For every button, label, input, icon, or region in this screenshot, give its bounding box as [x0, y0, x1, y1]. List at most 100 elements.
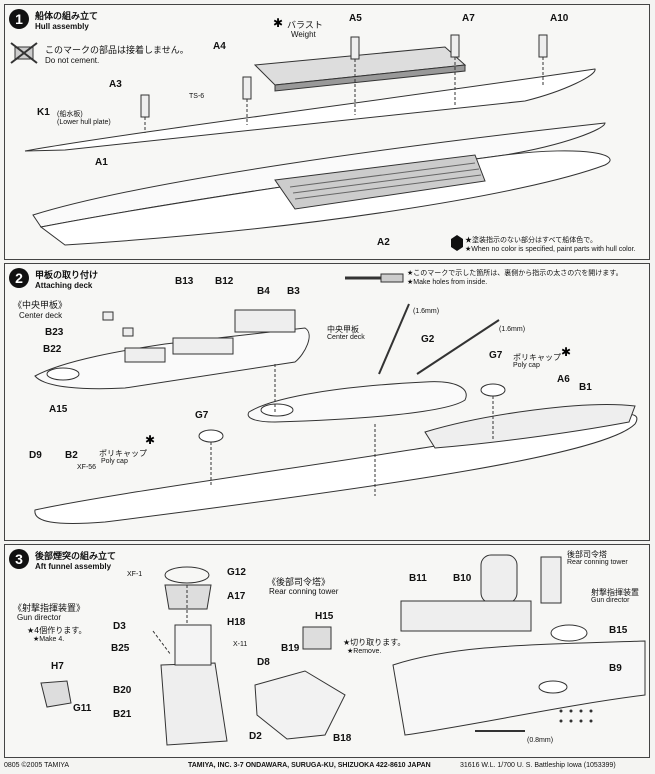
part-label-a10: A10 [550, 13, 569, 24]
part-label-d8: D8 [257, 657, 270, 668]
weight-label-jp: バラスト [287, 21, 323, 31]
part-label-g7-forward: G7 [489, 350, 503, 361]
part-label-b19: B19 [281, 643, 300, 654]
part-label-b12: B12 [215, 276, 234, 287]
step2-attaching-deck-panel: 2 甲板の取り付け Attaching deck [4, 263, 650, 541]
step3-number: 3 [9, 549, 29, 569]
center-deck-part [34, 327, 310, 390]
part-label-d3: D3 [113, 621, 126, 632]
nocement-note-jp: このマークの部品は接着しません。 [45, 46, 189, 56]
rear-conning-heading-en: Rear conning tower [269, 587, 339, 596]
gun-director-heading-en: Gun director [17, 613, 62, 622]
paint-note-jp: ★塗装指示のない部分はすべて船体色で。 [465, 237, 597, 244]
part-label-a2: A2 [377, 237, 390, 248]
rear-conning-label-en: Rear conning tower [567, 559, 628, 566]
part-label-b18: B18 [333, 733, 352, 744]
weight-label-en: Weight [291, 30, 316, 39]
lower-hull-plate-k1 [24, 68, 596, 152]
forward-deck-part [247, 381, 467, 423]
part-label-g12: G12 [227, 567, 246, 578]
step3-title-en: Aft funnel assembly [35, 562, 112, 571]
polycap-g7-forward [480, 383, 506, 397]
part-label-b10: B10 [453, 573, 472, 584]
part-label-g2: G2 [421, 334, 435, 345]
svg-text:✱: ✱ [273, 16, 283, 30]
remove-note-en: ★Remove. [347, 648, 382, 655]
step3-aft-funnel-panel: 3 後部煙突の組み立て Aft funnel assembly [4, 544, 650, 758]
part-label-a15: A15 [49, 404, 68, 415]
step3-title-jp: 後部煙突の組み立て [35, 552, 117, 562]
part-label-b9: B9 [609, 663, 622, 674]
part-label-b4: B4 [257, 286, 270, 297]
part-label-b20: B20 [113, 685, 132, 696]
funnel-a17 [164, 584, 212, 610]
polycap-label-jp-1: ポリキャップ [513, 353, 561, 362]
k1-note-en: (Lower hull plate) [57, 119, 111, 126]
footer-code: 0805 ©2005 TAMIYA [4, 762, 70, 769]
step2-number: 2 [9, 268, 29, 288]
footer-item: 31616 W.L. 1/700 U. S. Battleship Iowa (… [460, 762, 616, 769]
aft-superstructure [392, 640, 646, 736]
step1-title-jp: 船体の組み立て [35, 12, 99, 22]
step3-funnel-diagram [40, 554, 646, 746]
polycap-label-en-2: Poly cap [101, 458, 128, 465]
polycap-label-jp-2: ポリキャップ [99, 449, 147, 458]
drill-size-2: (1.6mm) [499, 326, 526, 333]
paint-code-xf1: XF-1 [127, 571, 143, 578]
part-label-b3: B3 [287, 286, 300, 297]
part-label-b25: B25 [111, 643, 130, 654]
center-deck-label-en: Center deck [327, 334, 365, 341]
step1-title-en: Hull assembly [35, 22, 89, 31]
holes-note-en: ★Make holes from inside. [407, 279, 488, 286]
part-label-a6: A6 [557, 374, 570, 385]
polycap-label-en-1: Poly cap [513, 362, 540, 369]
part-label-g11: G11 [73, 703, 92, 714]
drill-icon [345, 273, 404, 283]
step2-deck-diagram: ✱ ✱ [34, 273, 638, 524]
funnel-body [160, 662, 228, 746]
rear-conning-tower [254, 670, 346, 740]
center-deck-label-jp: 中央甲板 [327, 325, 359, 334]
gun-director-label-jp: 射撃指揮装置 [591, 588, 639, 597]
part-label-a4: A4 [213, 41, 226, 52]
svg-text:✱: ✱ [145, 433, 155, 447]
step1-number: 1 [9, 9, 29, 29]
part-label-a1: A1 [95, 157, 108, 168]
funnel-cap-g12 [164, 566, 210, 584]
dots-grid [559, 709, 593, 723]
weight-icon: ✱ [273, 16, 283, 30]
part-label-a5: A5 [349, 13, 362, 24]
part-label-b21: B21 [113, 709, 132, 720]
part-label-g7-aft: G7 [195, 410, 209, 421]
part-label-a17: A17 [227, 591, 246, 602]
gun-director-heading-jp: 《射撃指揮装置》 [13, 604, 86, 614]
step2-title-jp: 甲板の取り付け [35, 271, 99, 281]
part-label-d9: D9 [29, 450, 42, 461]
make4-note-jp: ★4個作ります。 [27, 626, 87, 635]
part-label-b1: B1 [579, 382, 592, 393]
rear-conning-label-jp: 後部司令塔 [567, 550, 607, 559]
part-label-b23: B23 [45, 327, 64, 338]
part-label-h7: H7 [51, 661, 64, 672]
part-label-b15: B15 [609, 625, 628, 636]
k1-note-jp: (船水板) [57, 111, 83, 118]
part-label-ts6: TS-6 [189, 93, 205, 100]
drill-size-0-8: (0.8mm) [527, 737, 554, 744]
footer: 0805 ©2005 TAMIYA TAMIYA, INC. 3-7 ONDAW… [0, 761, 655, 774]
gun-director-label-en: Gun director [591, 597, 630, 604]
part-label-b11: B11 [409, 573, 427, 584]
part-label-b2: B2 [65, 450, 78, 461]
part-label-a7: A7 [462, 13, 475, 24]
gun-director-h7-g11 [40, 680, 72, 708]
hull-color-hexagon-icon [451, 235, 463, 251]
paint-code-xf56: XF-56 [77, 464, 97, 471]
part-label-b13: B13 [175, 276, 194, 287]
polycap-icon-1: ✱ [561, 345, 571, 359]
polycap-g7-aft [198, 429, 224, 443]
part-label-x11: X-11 [233, 641, 248, 648]
holes-note-jp: ★このマークで示した箇所は、裏側から指示の太さの穴を開けます。 [407, 269, 623, 277]
part-label-a3: A3 [109, 79, 122, 90]
nocement-note-en: Do not cement. [45, 56, 100, 65]
svg-text:✱: ✱ [561, 345, 571, 359]
